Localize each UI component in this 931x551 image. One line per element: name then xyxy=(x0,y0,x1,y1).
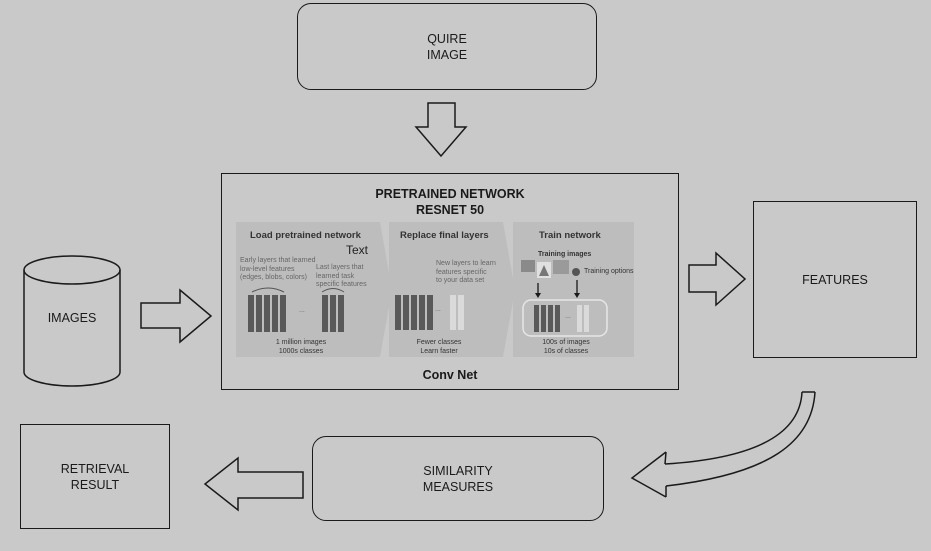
pretrained-network-subtitle: RESNET 50 xyxy=(415,203,485,217)
replace-ellipsis: ... xyxy=(435,306,441,313)
features-to-similarity-arrow xyxy=(630,391,816,498)
replace-caption: Fewer classes Learn faster xyxy=(416,339,462,355)
train-panel-title: Train network xyxy=(539,230,601,241)
load-caption: 1 million images 1000s classes xyxy=(275,339,327,355)
early-layers-brace xyxy=(251,287,285,293)
features-label: FEATURES xyxy=(802,272,868,287)
pretrained-network-title: PRETRAINED NETWORK xyxy=(375,187,525,201)
early-layers-note: Early layers that learned low-level feat… xyxy=(240,257,316,281)
query-image-label: QUIRE IMAGE xyxy=(426,31,468,62)
conv-net-label: Conv Net xyxy=(422,368,478,382)
training-options-label: Training options xyxy=(584,268,634,275)
similarity-measures-label: SIMILARITY MEASURES xyxy=(422,463,494,494)
pretrained-network-frame: PRETRAINED NETWORK RESNET 50 Conv Net xyxy=(221,173,679,390)
query-image-box: QUIRE IMAGE xyxy=(297,3,597,90)
replace-panel-title: Replace final layers xyxy=(400,230,489,241)
train-layer-bars xyxy=(534,305,589,332)
retrieval-result-box: RETRIEVAL RESULT xyxy=(20,424,170,529)
last-layers-brace xyxy=(321,288,345,293)
train-network-group xyxy=(522,299,608,337)
similarity-measures-box: SIMILARITY MEASURES xyxy=(312,436,604,521)
query-to-network-arrow xyxy=(414,102,468,158)
images-to-network-arrow xyxy=(140,288,213,344)
train-caption: 100s of images 10s of classes xyxy=(542,339,590,355)
images-label: IMAGES xyxy=(47,311,97,325)
features-box: FEATURES xyxy=(753,201,917,358)
training-options-gear-icon xyxy=(572,268,580,276)
last-layers-note: Last layers that learned task specific f… xyxy=(316,264,367,288)
training-images-thumbs xyxy=(521,260,569,278)
replace-layer-bars xyxy=(395,295,464,330)
text-overlay: Text xyxy=(346,243,369,257)
panel-train-bg xyxy=(513,222,634,357)
retrieval-result-label: RETRIEVAL RESULT xyxy=(60,461,130,492)
new-layers-note: New layers to learn features specific to… xyxy=(436,260,496,284)
load-panel-title: Load pretrained network xyxy=(250,230,361,241)
transfer-learning-panels xyxy=(236,222,634,357)
network-to-features-arrow xyxy=(688,251,747,307)
similarity-to-retrieval-arrow xyxy=(203,456,304,512)
load-layer-bars xyxy=(248,295,344,332)
images-database-cylinder xyxy=(23,255,121,387)
load-ellipsis: ... xyxy=(299,307,305,314)
training-images-label: Training images xyxy=(538,251,592,258)
train-ellipsis: ... xyxy=(565,313,571,320)
